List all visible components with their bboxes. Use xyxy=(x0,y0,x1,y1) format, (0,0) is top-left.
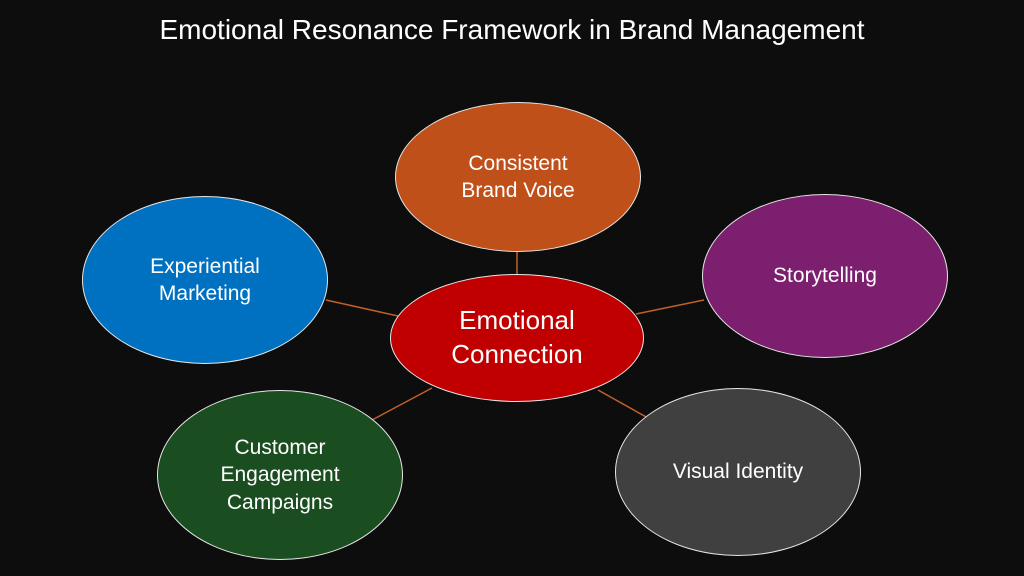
node-label: Visual Identity xyxy=(672,460,804,484)
node-label: Consistent Brand Voice xyxy=(461,151,575,202)
node-label: Storytelling xyxy=(773,264,877,288)
node-customer-engagement-campaigns: Customer Engagement Campaigns xyxy=(157,390,403,560)
node-consistent-brand-voice: Consistent Brand Voice xyxy=(395,102,641,252)
node-label: Customer Engagement Campaigns xyxy=(220,436,340,514)
connector-cust xyxy=(371,387,433,421)
node-experiential-marketing: Experiential Marketing xyxy=(82,196,328,364)
node-visual-identity: Visual Identity xyxy=(615,388,861,556)
center-label: Emotional Connection xyxy=(451,305,583,369)
node-emotional-connection: Emotional Connection xyxy=(390,274,644,402)
connector-exp xyxy=(325,299,399,317)
node-label: Experiential Marketing xyxy=(150,254,260,305)
connector-story xyxy=(635,299,705,315)
node-storytelling: Storytelling xyxy=(702,194,948,358)
connector-visual xyxy=(597,389,649,419)
diagram-title: Emotional Resonance Framework in Brand M… xyxy=(159,14,865,45)
